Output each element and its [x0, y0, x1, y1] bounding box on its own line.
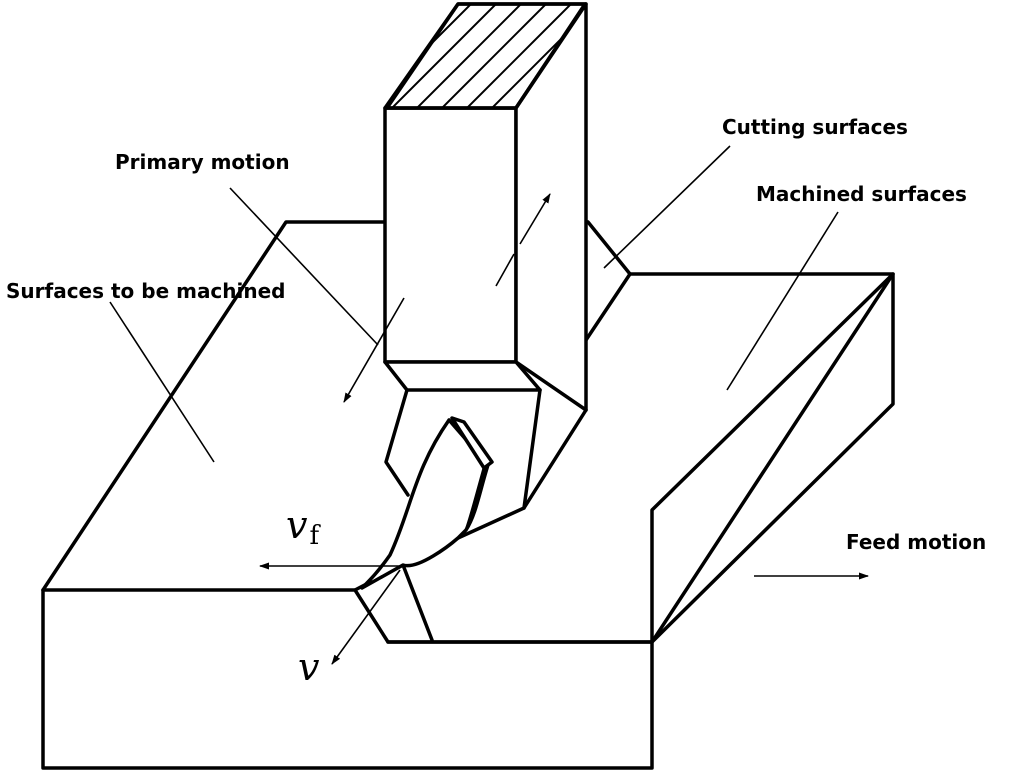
feed-velocity-symbol-subscript: f — [309, 521, 320, 551]
primary-motion-label: Primary motion — [115, 150, 290, 174]
machined-surfaces-label: Machined surfaces — [756, 182, 967, 206]
motion-arrows — [259, 193, 869, 665]
leader-primary-motion — [229, 187, 379, 346]
cutting-velocity-symbol: v — [298, 645, 320, 689]
feed-velocity-symbol-base: v — [286, 503, 308, 547]
cutting-surfaces-label: Cutting surfaces — [722, 115, 908, 139]
feed-velocity-symbol: vf — [286, 506, 319, 549]
workpiece-block — [41, 220, 895, 770]
feed-motion-label: Feed motion — [846, 530, 987, 554]
cutting-velocity-arrow — [331, 569, 401, 665]
leader-cutting-surfaces — [603, 145, 731, 269]
leader-machined-surfaces — [726, 211, 839, 391]
tool-head — [383, 360, 588, 540]
primary-motion-arrow-down — [343, 297, 405, 403]
primary-motion-arrow-up-dash-2 — [519, 193, 551, 245]
leader-surfaces-to-be-machined — [109, 301, 215, 463]
primary-motion-arrow-up-dash-1 — [495, 253, 515, 287]
surfaces-to-be-machined-label: Surfaces to be machined — [6, 279, 286, 303]
chip — [360, 416, 494, 590]
leader-lines — [109, 145, 839, 463]
